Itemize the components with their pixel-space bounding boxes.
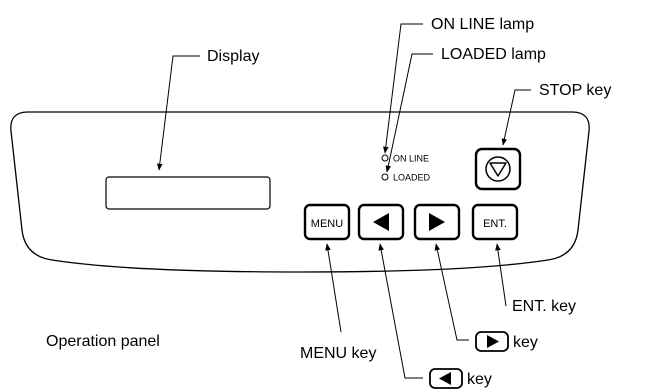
menu-key-callout: MENU key [300,345,376,362]
stop-button[interactable] [474,147,522,191]
right-arrow-icon [429,213,445,231]
menu-key-leader [325,243,342,333]
ent-key-leader [495,243,507,307]
panel-callout: Operation panel [46,333,160,350]
display-leader [156,55,200,171]
right-key-callout: key [513,334,538,351]
stop-icon [489,162,507,177]
left-key-leader [378,243,423,379]
display-callout: Display [207,48,259,65]
loaded-lamp [381,173,389,181]
ent-button-label: ENT. [483,218,507,230]
right-key-leader [434,243,469,341]
online-lamp-callout: ON LINE lamp [431,16,534,33]
loaded-lamp-label: LOADED [393,173,431,183]
right-key-callout-icon [487,335,499,348]
loaded-lamp-leader [385,53,433,173]
stop-icon-circle [485,156,511,182]
menu-button[interactable]: MENU [303,203,351,241]
display-window [105,176,271,210]
stop-key-callout: STOP key [539,82,611,99]
loaded-lamp-callout: LOADED lamp [441,46,546,63]
online-lamp [381,154,389,162]
left-arrow-icon [373,213,389,231]
online-lamp-label: ON LINE [393,154,429,164]
stop-key-leader [501,89,531,146]
ent-button[interactable]: ENT. [471,203,519,241]
ent-key-callout: ENT. key [512,298,576,315]
right-button[interactable] [413,203,461,241]
left-key-callout: key [467,371,492,388]
online-lamp-leader [382,23,423,154]
menu-button-label: MENU [311,218,343,230]
panel-outline [10,111,590,273]
left-button[interactable] [357,203,405,241]
left-key-callout-icon [439,372,451,385]
